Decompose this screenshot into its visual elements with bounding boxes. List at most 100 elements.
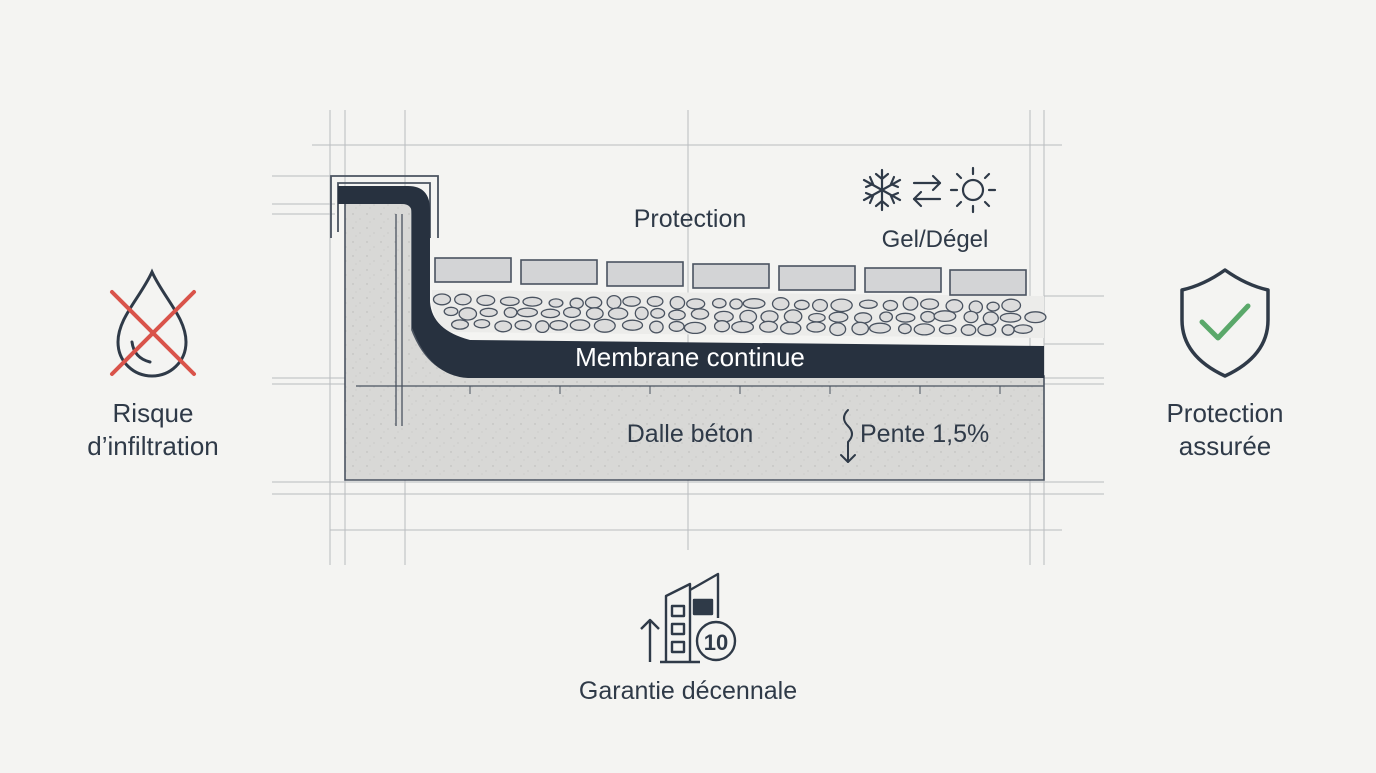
gravel-pebble	[895, 312, 916, 323]
gravel-pebble	[920, 298, 940, 310]
slope-arrow-icon	[840, 409, 856, 463]
swap-arrows-icon	[912, 174, 942, 208]
gravel-pebble	[963, 310, 979, 324]
gravel-pebble	[668, 309, 686, 321]
gravel-pebble	[711, 297, 727, 309]
gravel-pebble	[731, 320, 755, 334]
waterproof-membrane	[338, 186, 1044, 378]
gravel-pebble	[960, 324, 977, 336]
water-drop-crossed-icon	[110, 268, 196, 378]
gravel-pebble	[759, 320, 778, 333]
gravel-pebble	[499, 296, 520, 307]
membrane-label: Membrane continue	[575, 342, 805, 372]
gravel-pebble	[649, 320, 664, 334]
gravel-pebble	[977, 323, 997, 337]
building-warranty-icon	[640, 572, 737, 664]
gravel-pebble	[828, 311, 849, 323]
gravel-pebble	[1001, 298, 1022, 313]
sun-icon	[949, 166, 997, 214]
gravel-pebble	[634, 306, 649, 321]
gravel-pebble	[562, 306, 582, 319]
gravel-pebble	[829, 322, 847, 337]
protection-ok-label: Protection assurée	[1105, 397, 1345, 463]
gravel-pebble	[913, 323, 936, 336]
gravel-pebble	[713, 320, 731, 333]
gravel-pebble	[585, 307, 604, 321]
protection-ok-line1: Protection	[1166, 398, 1284, 428]
risk-label-line1: Risque	[112, 398, 194, 428]
risk-label-line2: d’infiltration	[87, 431, 219, 461]
concrete-slab-label: Dalle béton	[626, 420, 754, 448]
slope-label: Pente 1,5%	[860, 420, 990, 448]
gravel-pebble	[986, 301, 1000, 312]
gravel-pebble	[806, 321, 826, 333]
gravel-pebble	[851, 321, 870, 336]
gravel-pebble	[432, 293, 452, 306]
gravel-pebble	[549, 319, 569, 331]
gravel-pebble	[808, 312, 826, 323]
protection-layer-label: Protection	[633, 205, 747, 233]
gravel-pebble	[473, 318, 491, 329]
gravel-pebble	[450, 319, 470, 330]
gravel-pebble	[503, 306, 518, 319]
gravel-pebble	[646, 295, 664, 307]
gravel-pebble	[540, 308, 561, 319]
gravel-pebble	[514, 319, 532, 331]
gravel-pebble	[522, 296, 543, 307]
risk-label: Risque d’infiltration	[33, 397, 273, 463]
gravel-pebble	[535, 320, 550, 334]
gravel-pebble	[454, 293, 472, 306]
warranty-label: Garantie décennale	[578, 677, 798, 705]
gravel-pebble	[1001, 324, 1015, 336]
gravel-pebble	[548, 298, 564, 308]
gravel-pebble	[1024, 311, 1047, 324]
gravel-pebble	[879, 311, 894, 323]
gravel-pebble	[569, 319, 591, 331]
gravel-pebble	[945, 299, 964, 313]
gravel-pebble	[593, 318, 616, 333]
snowflake-icon	[862, 168, 902, 212]
gravel-pebble	[742, 298, 766, 309]
gravel-pebble	[443, 306, 459, 317]
gravel-pebble	[668, 320, 685, 332]
gravel-pebble	[494, 320, 513, 333]
gravel-pebble	[1013, 324, 1033, 334]
gravel-pebble	[999, 312, 1022, 323]
gravel-pebble	[938, 324, 957, 335]
gravel-pebble	[729, 298, 743, 310]
gravel-pebble	[606, 294, 622, 310]
gravel-pebble	[622, 295, 641, 307]
gravel-pebble	[783, 309, 803, 324]
gravel-pebble	[811, 298, 829, 312]
gravel-pebble	[690, 308, 710, 320]
gravel-pebble	[933, 310, 957, 323]
freeze-thaw-label: Gel/Dégel	[881, 226, 989, 253]
gravel-layer	[432, 290, 1047, 338]
gravel-pebble	[897, 323, 912, 335]
gravel-pebble	[479, 307, 498, 318]
gravel-pebble	[650, 307, 666, 319]
gravel-pebble	[882, 299, 899, 312]
gravel-pebble	[686, 298, 706, 310]
gravel-pebble	[584, 296, 603, 309]
gravel-pebble	[830, 298, 853, 313]
gravel-pebble	[458, 307, 478, 321]
gravel-pebble	[868, 322, 892, 334]
warranty-badge-number: 10	[704, 630, 728, 655]
protection-ok-line2: assurée	[1178, 431, 1272, 461]
gravel-pebble	[853, 312, 873, 324]
gravel-pebble	[771, 297, 790, 311]
gravel-pebble	[902, 296, 919, 311]
gravel-pebble	[476, 294, 496, 307]
gravel-pebble	[920, 310, 936, 323]
shield-check-icon	[1180, 268, 1270, 378]
slab-ticks	[469, 386, 1001, 394]
gravel-pebble	[683, 321, 707, 335]
gravel-pebble	[793, 299, 810, 311]
gravel-pebble	[621, 319, 644, 331]
gravel-pebble	[607, 307, 629, 320]
gravel-pebble	[858, 299, 878, 309]
gravel-pebble	[779, 321, 802, 335]
